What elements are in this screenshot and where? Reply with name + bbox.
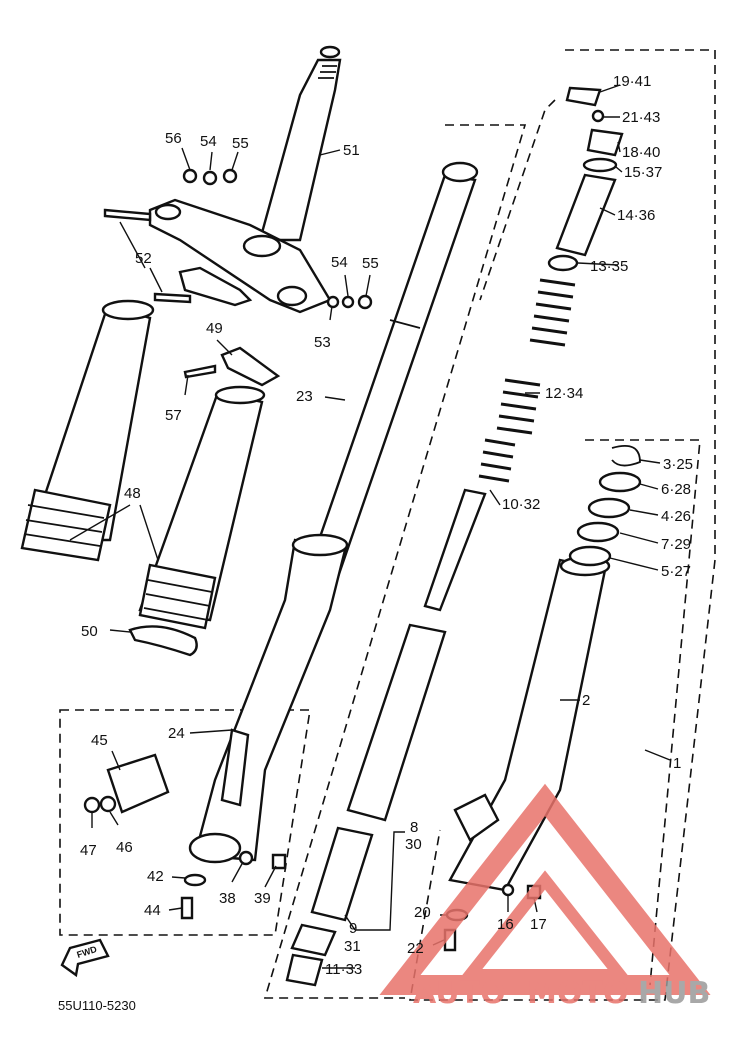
label-1: 1 xyxy=(673,755,681,772)
washer-54-top xyxy=(202,170,218,186)
label-45: 45 xyxy=(91,732,108,749)
fork-boot-right xyxy=(138,385,266,630)
piece-11 xyxy=(285,953,324,987)
spring-12 xyxy=(496,278,576,435)
fork-boot-left xyxy=(20,299,155,562)
label-46: 46 xyxy=(116,839,133,856)
label-39: 39 xyxy=(254,890,271,907)
fwd-arrow-icon: FWD xyxy=(60,938,110,978)
nut-46 xyxy=(99,795,117,813)
washer-4 xyxy=(587,497,631,519)
label-53: 53 xyxy=(314,334,331,351)
bolt-39 xyxy=(271,853,287,870)
clip-3 xyxy=(611,444,641,467)
label-30: 30 xyxy=(405,836,422,853)
label-54-top: 54 xyxy=(200,133,217,150)
watermark-part3: HUB xyxy=(638,976,710,1011)
spacer-14 xyxy=(555,173,617,257)
label-42: 42 xyxy=(147,868,164,885)
label-20: 20 xyxy=(414,904,431,921)
label-55-bottom: 55 xyxy=(362,255,379,272)
washer-53 xyxy=(326,295,340,309)
washer-16 xyxy=(501,883,515,897)
label-14-36: 14·36 xyxy=(617,207,655,224)
cap-bolt-18 xyxy=(586,128,624,157)
label-55-top: 55 xyxy=(232,135,249,152)
seal-6 xyxy=(598,471,642,493)
label-19-41: 19·41 xyxy=(613,73,651,90)
label-21-43: 21·43 xyxy=(622,109,660,126)
label-10-32: 10·32 xyxy=(502,496,540,513)
upper-bracket xyxy=(148,198,332,314)
inner-group-outline xyxy=(585,439,701,986)
spring-10 xyxy=(423,438,516,612)
bolt-19 xyxy=(565,86,602,107)
label-12-34: 12·34 xyxy=(545,385,583,402)
label-15-37: 15·37 xyxy=(624,164,662,181)
leader-lines xyxy=(69,84,671,969)
label-3-25: 3·25 xyxy=(663,456,693,473)
oring-21 xyxy=(591,109,605,123)
part-labels: 19·41 21·43 18·40 15·37 14·36 13·35 12·3… xyxy=(80,73,693,978)
label-56: 56 xyxy=(165,130,182,147)
label-49: 49 xyxy=(206,320,223,337)
steering-stem xyxy=(258,45,342,242)
lower-bracket xyxy=(178,266,253,307)
bolt-52-upper xyxy=(103,208,152,222)
bolt-44 xyxy=(180,896,194,920)
label-18-40: 18·40 xyxy=(622,144,660,161)
label-8: 8 xyxy=(410,819,418,836)
label-2: 2 xyxy=(582,692,590,709)
label-22: 22 xyxy=(407,940,424,957)
label-52: 52 xyxy=(135,250,152,267)
oring-15 xyxy=(582,157,618,173)
label-11-33: 11·33 xyxy=(325,961,362,978)
label-9: 9 xyxy=(349,920,357,937)
label-47: 47 xyxy=(80,842,97,859)
label-50: 50 xyxy=(81,623,98,640)
bushing-5 xyxy=(568,545,612,567)
nut-56 xyxy=(182,168,198,184)
label-38: 38 xyxy=(219,890,236,907)
seat-13 xyxy=(547,254,579,272)
label-48: 48 xyxy=(124,485,141,502)
damper-group-outline xyxy=(479,99,556,301)
washer-42 xyxy=(183,873,207,887)
screw-57 xyxy=(183,364,217,379)
piece-9 xyxy=(310,826,374,922)
automotohub-watermark-logo: AUTO MOTO HUB xyxy=(379,783,711,1011)
label-17: 17 xyxy=(530,916,547,933)
nut-55-bottom xyxy=(357,294,373,310)
label-5-27: 5·27 xyxy=(661,563,691,580)
guide-49 xyxy=(220,346,281,387)
label-51: 51 xyxy=(343,142,360,159)
damper-tube-8 xyxy=(346,623,447,822)
outer-tube-24 xyxy=(188,533,349,864)
label-54-bottom: 54 xyxy=(331,254,348,271)
label-13-35: 13·35 xyxy=(590,258,628,275)
washer-47 xyxy=(83,796,101,814)
piece-31 xyxy=(290,923,337,957)
label-44: 44 xyxy=(144,902,161,919)
label-31: 31 xyxy=(344,938,361,955)
seal-7 xyxy=(576,521,620,543)
label-4-26: 4·26 xyxy=(661,508,691,525)
label-57: 57 xyxy=(165,407,182,424)
label-23: 23 xyxy=(296,388,313,405)
label-16: 16 xyxy=(497,916,514,933)
band-50 xyxy=(128,625,198,657)
washer-54-bottom xyxy=(341,295,355,309)
label-24: 24 xyxy=(168,725,185,742)
bolt-52-lower xyxy=(153,292,192,304)
watermark-part1: AUTO xyxy=(413,976,506,1011)
label-7-29: 7·29 xyxy=(661,536,691,553)
washer-38 xyxy=(238,850,254,866)
lower-left-group-outline xyxy=(59,709,311,936)
watermark-part2: MOTO xyxy=(527,976,628,1011)
cap-45 xyxy=(106,753,170,814)
diagram-code: 55U110-5230 xyxy=(58,998,136,1013)
nut-55-top xyxy=(222,168,238,184)
label-6-28: 6·28 xyxy=(661,481,691,498)
